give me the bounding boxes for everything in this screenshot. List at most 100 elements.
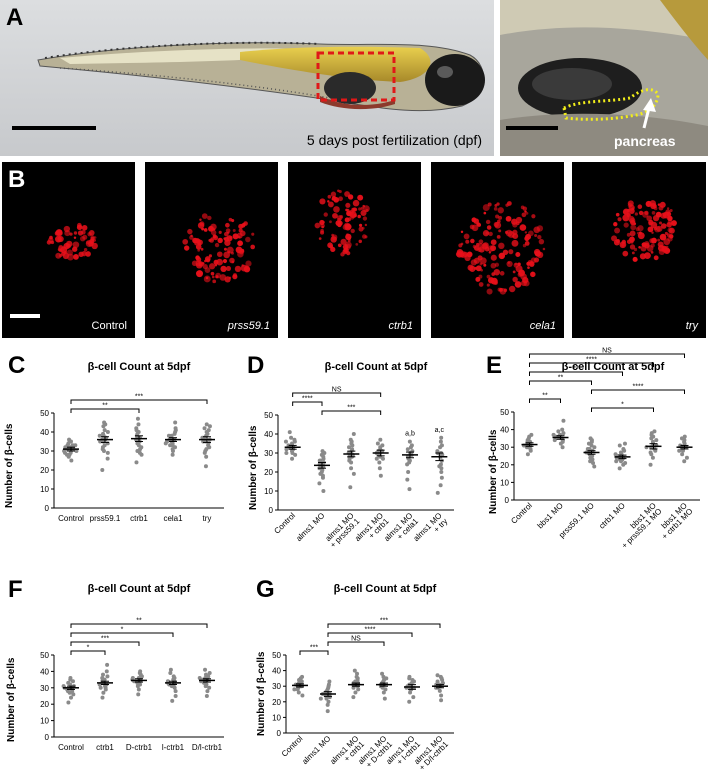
- data-point: [529, 432, 534, 437]
- data-point: [439, 470, 444, 474]
- data-point: [405, 447, 410, 452]
- data-point: [680, 452, 685, 457]
- data-point: [136, 687, 141, 692]
- data-point: [381, 690, 386, 695]
- fluorescent-cell: [508, 249, 514, 255]
- fluorescent-cell: [490, 239, 497, 246]
- data-point: [286, 443, 291, 448]
- data-point: [73, 443, 78, 448]
- data-point: [98, 685, 103, 690]
- fluorescent-cell: [223, 251, 231, 259]
- significance-label: NS: [332, 387, 342, 394]
- data-point: [327, 679, 332, 684]
- significance-bracket: [591, 407, 654, 412]
- fluorescent-cell: [659, 233, 667, 241]
- fluorescent-cell: [251, 232, 255, 236]
- fluorescent-cell: [69, 232, 73, 236]
- fluorescent-cell: [628, 216, 635, 223]
- data-point: [351, 471, 356, 476]
- fluorescent-cell: [76, 224, 83, 231]
- fluorescent-cell: [205, 276, 209, 280]
- fluorescent-cell: [232, 233, 239, 240]
- fluorescent-cell: [496, 234, 501, 239]
- fluorescent-cell: [525, 212, 529, 215]
- data-point: [134, 426, 139, 431]
- data-point: [173, 689, 178, 694]
- data-point: [202, 426, 207, 431]
- fluorescent-cell: [211, 275, 215, 279]
- significance-bracket: [292, 392, 382, 397]
- data-point: [439, 698, 444, 703]
- image-label: Control: [91, 320, 127, 332]
- fluorescent-cell: [660, 223, 667, 229]
- fluorescent-cell: [460, 242, 464, 246]
- fluorescent-cell: [524, 240, 530, 246]
- fluorescent-cell: [473, 257, 481, 264]
- chart-title: β-cell Count at 5dpf: [561, 361, 665, 373]
- data-point: [136, 692, 141, 697]
- data-point: [320, 473, 325, 478]
- data-point: [207, 671, 212, 676]
- pancreas-closeup: pancreas: [500, 0, 708, 156]
- fluorescent-cell: [320, 230, 325, 235]
- data-point: [102, 420, 107, 425]
- fluorescent-cell: [80, 236, 86, 242]
- fluorescent-cell: [531, 271, 534, 275]
- fluorescent-cell: [339, 214, 344, 219]
- fluorescent-cell: [66, 249, 73, 256]
- data-point: [348, 437, 353, 442]
- fluorescent-cell: [614, 227, 621, 234]
- data-point: [440, 681, 445, 686]
- fluorescent-cell: [352, 199, 360, 207]
- data-point: [100, 468, 105, 472]
- y-tick-label: 20: [272, 698, 281, 707]
- fluorescent-cell: [250, 244, 256, 250]
- fluorescent-cell: [203, 228, 208, 232]
- fluorescent-cell: [347, 236, 351, 241]
- fluorescent-cell: [224, 231, 229, 237]
- fluorescent-cell: [498, 252, 506, 260]
- data-point: [614, 459, 619, 464]
- fluorescent-cell: [622, 214, 630, 222]
- x-tick-label: Control: [509, 501, 534, 526]
- fluorescent-cell: [232, 228, 236, 232]
- fluorescent-cell: [81, 224, 88, 231]
- fluorescent-cell: [50, 240, 55, 245]
- data-point: [348, 485, 353, 490]
- fluorescent-cell: [237, 240, 244, 247]
- fluorescent-cell: [653, 255, 659, 261]
- fluorescent-cell: [320, 223, 325, 229]
- significance-label: ***: [135, 394, 143, 401]
- fluorescent-cell: [202, 262, 205, 265]
- fluorescent-cell: [346, 210, 352, 217]
- fluorescent-cell: [351, 207, 356, 212]
- fluorescent-cell: [328, 201, 334, 208]
- data-point: [439, 693, 444, 698]
- y-tick-label: 40: [272, 667, 281, 676]
- data-point: [380, 443, 385, 448]
- data-point: [205, 689, 210, 694]
- age-caption: 5 days post fertilization (dpf): [306, 132, 482, 148]
- data-point: [410, 677, 415, 682]
- data-point: [207, 445, 212, 450]
- data-point: [170, 698, 175, 703]
- fluorescent-cell: [338, 196, 343, 202]
- data-point: [326, 699, 331, 704]
- fluorescent-cell: [646, 215, 653, 222]
- fluorescent-cell: [357, 194, 364, 201]
- data-point: [321, 489, 326, 493]
- data-point: [407, 674, 412, 679]
- fluorescent-cell: [225, 222, 230, 228]
- data-point: [74, 449, 79, 453]
- fluorescent-cell: [634, 212, 638, 216]
- significance-label: ***: [310, 645, 318, 652]
- data-point: [206, 428, 211, 433]
- fluorescent-cell: [478, 282, 484, 287]
- data-point: [378, 437, 383, 442]
- data-point: [168, 671, 173, 676]
- y-tick-label: 30: [272, 682, 281, 691]
- data-point: [283, 439, 288, 444]
- fluorescent-cell: [651, 237, 657, 244]
